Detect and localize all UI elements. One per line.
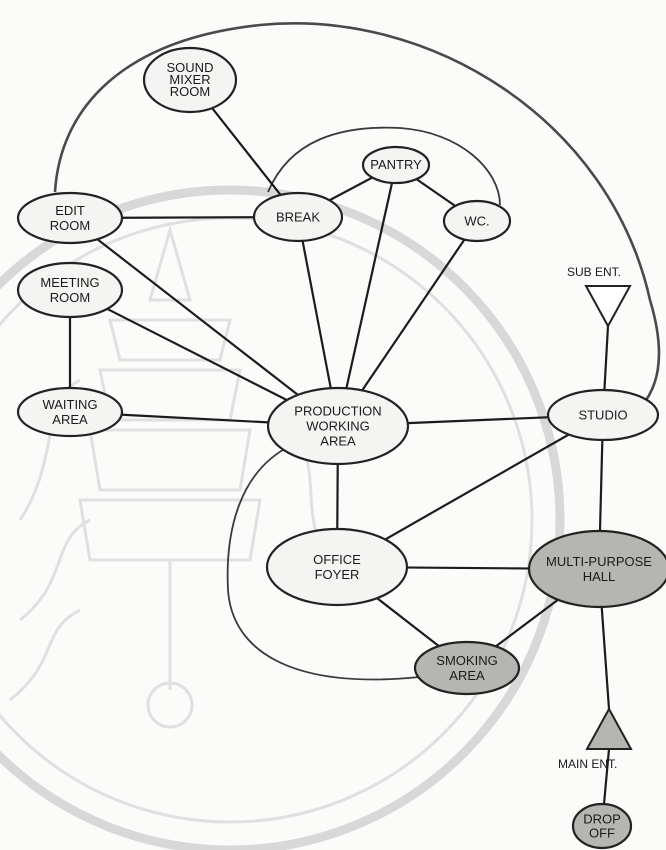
link-edit-room-to-production-working-area xyxy=(69,217,339,427)
node-smoking-area-bubble xyxy=(413,640,521,696)
node-production-working-area-label: PRODUCTION xyxy=(294,404,381,419)
node-production-working-area-label: AREA xyxy=(320,434,356,449)
node-break: BREAK xyxy=(252,191,344,243)
node-drop-off-bubble xyxy=(571,802,633,850)
node-production-working-area-bubble xyxy=(266,386,410,466)
link-pantry-to-production-working-area xyxy=(336,164,398,427)
space-nodes: SOUNDMIXERROOMEDITROOMBREAKPANTRYWC.MEET… xyxy=(16,46,666,850)
node-meeting-room-label: ROOM xyxy=(50,290,90,305)
node-multi-purpose-hall-label: HALL xyxy=(583,569,616,584)
node-meeting-room-label: MEETING xyxy=(40,275,99,290)
node-pantry-bubble xyxy=(361,145,431,185)
node-pantry: PANTRY xyxy=(361,145,431,185)
node-office-foyer-label: OFFICE xyxy=(313,552,361,567)
main-ent-marker: MAIN ENT. xyxy=(558,706,633,771)
node-studio-bubble xyxy=(546,388,660,442)
node-studio: STUDIO xyxy=(546,388,660,442)
node-wc-bubble xyxy=(442,199,512,243)
node-wc: WC. xyxy=(442,199,512,243)
node-drop-off-label: DROP xyxy=(583,811,621,826)
node-multi-purpose-hall-bubble xyxy=(527,529,666,609)
node-edit-room-label: ROOM xyxy=(50,218,90,233)
node-break-bubble xyxy=(252,191,344,243)
node-break-label: BREAK xyxy=(276,210,320,225)
main-ent-triangle-icon xyxy=(585,706,633,750)
sub-ent-label: SUB ENT. xyxy=(567,265,621,279)
sub-ent-triangle-icon xyxy=(584,285,632,329)
arc-edit-room-to-studio xyxy=(53,22,661,409)
sub-ent-marker: SUB ENT. xyxy=(567,265,632,329)
arc-break-to-wc xyxy=(267,126,501,206)
node-sound-mixer-room-label: MIXER xyxy=(169,72,210,87)
node-multi-purpose-hall-label: MULTI-PURPOSE xyxy=(546,554,652,569)
node-sound-mixer-room-bubble xyxy=(142,46,238,114)
node-pantry-label: PANTRY xyxy=(370,157,422,172)
node-smoking-area-label: AREA xyxy=(449,668,485,683)
adjacency-arcs xyxy=(53,22,661,681)
node-sound-mixer-room-label: SOUND xyxy=(167,60,214,75)
arc-production-to-smoking xyxy=(226,444,421,681)
node-edit-room-label: EDIT xyxy=(55,203,85,218)
node-waiting-area-label: AREA xyxy=(52,412,88,427)
node-production-working-area-label: WORKING xyxy=(306,419,370,434)
entrances: SUB ENT. MAIN ENT. xyxy=(558,265,633,771)
node-smoking-area-label: SMOKING xyxy=(436,653,497,668)
node-office-foyer-label: FOYER xyxy=(315,567,360,582)
main-ent-label: MAIN ENT. xyxy=(558,757,617,771)
node-office-foyer-bubble xyxy=(265,527,409,607)
node-studio-label: STUDIO xyxy=(578,408,627,423)
node-meeting-room-bubble xyxy=(16,261,124,319)
node-wc-label: WC. xyxy=(464,213,489,228)
node-drop-off-label: OFF xyxy=(589,825,615,840)
node-edit-room-bubble xyxy=(16,191,124,245)
node-sound-mixer-room-label: ROOM xyxy=(170,84,210,99)
node-waiting-area-bubble xyxy=(16,386,124,438)
node-waiting-area-label: WAITING xyxy=(42,397,97,412)
